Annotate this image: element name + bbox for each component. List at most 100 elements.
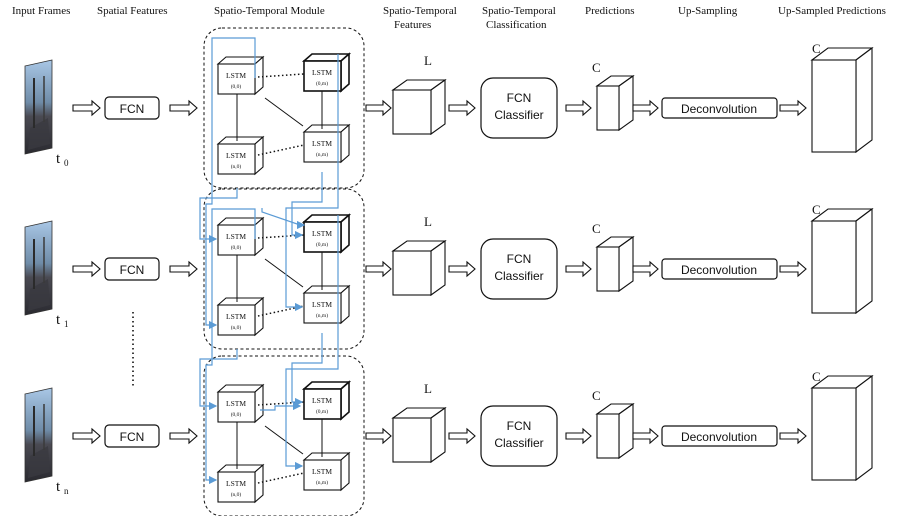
arrow-to-deconvolution [632,99,659,117]
fcn-box [104,96,160,120]
lstm-index: (n,0) [231,324,242,331]
feature-label-L: L [424,53,432,68]
lstm-cell-2: LSTM (n,0) [216,463,265,504]
prediction-label-C: C [592,388,601,403]
arrow-to-predictions [565,260,592,278]
fcn-label: FCN [120,430,145,444]
prediction-block [595,235,635,293]
lstm-cell-0: LSTM (0,0) [216,55,265,96]
lstm-cell-1: LSTM(0,m) [301,380,352,421]
lstm-index: (0,m) [316,241,328,248]
lstm-label: LSTM [226,71,246,80]
arrow-to-deconvolution [632,260,659,278]
deconvolution-box [661,425,778,447]
recurrent-arrow [261,208,306,230]
deconvolution-label: Deconvolution [681,430,757,444]
upsampled-prediction-block [810,46,874,154]
arrow-to-upsampled [779,260,807,278]
deconvolution-label: Deconvolution [681,263,757,277]
input-frame-image [24,387,53,483]
spatio-temporal-module [203,355,365,516]
recurrent-arrow [285,215,339,471]
feature-label-L: L [424,381,432,396]
lstm-dotted-link [257,73,305,78]
recurrent-arrow [260,401,302,411]
arrow-to-module [169,99,198,117]
recurrent-arrow [199,349,238,411]
lstm-index: (n,m) [316,151,328,158]
time-subscript: 1 [64,319,69,329]
lstm-cell-3: LSTM(n,m) [302,451,351,492]
lstm-cell-1: LSTM (0,m) [301,213,352,254]
classifier-label-2: Classifier [494,436,543,450]
lstm-index: (0,0) [231,244,242,251]
classifier-label-1: FCN [507,419,532,433]
lstm-label: LSTM [312,229,332,238]
recurrent-arrow [285,54,339,312]
fcn-box [104,257,160,281]
header-st-features-1: Spatio-Temporal [383,5,457,17]
fcn-classifier-box [480,77,558,139]
arrow-to-classifier [448,99,476,117]
lstm-label: LSTM [226,399,246,408]
deconvolution-box [661,97,778,119]
lstm-label: LSTM [312,68,332,77]
header-st-features-2: Features [394,19,431,31]
feature-label-L: L [424,214,432,229]
arrow-to-features [365,260,392,278]
prediction-block [595,402,635,460]
lstm-cell-0: LSTM (0,0) [216,383,265,424]
arrow-to-upsampled [779,99,807,117]
input-frame-image [24,220,53,316]
lstm-link [264,425,304,455]
classifier-label-2: Classifier [494,269,543,283]
lstm-link [264,97,304,127]
lstm-index: (0,0) [231,83,242,90]
fcn-classifier-box [480,405,558,467]
fcn-label: FCN [120,263,145,277]
lstm-index: (n,m) [316,479,328,486]
lstm-index: (n,m) [316,312,328,319]
arrow-to-classifier [448,427,476,445]
lstm-label: LSTM [226,479,246,488]
upsampled-label-C: C [812,369,821,384]
arrow-to-predictions [565,99,592,117]
time-subscript: 0 [64,158,69,168]
arrow-to-fcn [72,427,101,445]
spatio-temporal-module [203,188,365,350]
upsampled-label-C: C [812,41,821,56]
lstm-cell-3: LSTM (n,m) [302,123,351,164]
header-spatio-temporal-module: Spatio-Temporal Module [214,5,325,17]
lstm-label: LSTM [312,139,332,148]
lstm-label: LSTM [226,151,246,160]
deconvolution-box [661,258,778,280]
arrow-to-upsampled [779,427,807,445]
header-up-sampling: Up-Sampling [678,5,738,17]
prediction-label-C: C [592,60,601,75]
fcn-classifier-box [480,238,558,300]
lstm-cell-2: LSTM (n,0) [216,296,265,337]
time-label: t [56,479,61,495]
upsampled-label-C: C [812,202,821,217]
lstm-link [264,258,304,288]
recurrent-arrow [205,37,256,330]
arrow-to-module [169,427,198,445]
arrow-to-predictions [565,427,592,445]
recurrent-arrow [291,172,323,240]
classifier-label-2: Classifier [494,108,543,122]
lstm-index: (n,0) [231,163,242,170]
lstm-index: (0,0) [231,411,242,418]
lstm-index: (n,0) [231,491,242,498]
fcn-box [104,424,160,448]
lstm-label: LSTM [312,396,332,405]
recurrent-arrow [205,208,256,485]
arrow-to-deconvolution [632,427,659,445]
arrow-to-features [365,427,392,445]
arrow-to-features [365,99,392,117]
arrow-to-module [169,260,198,278]
lstm-label: LSTM [226,312,246,321]
